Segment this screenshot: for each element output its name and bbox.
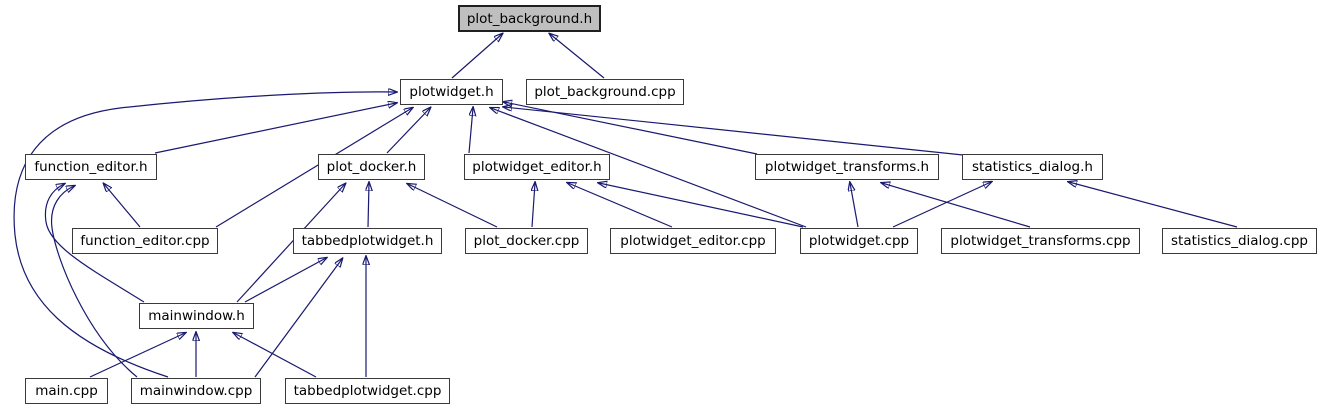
node-plot-background-h: plot_background.h <box>458 5 601 32</box>
edge-plotwidget-editor-h-to-plotwidget-h <box>468 108 473 154</box>
edge-mainwindow-cpp-to-tabbedplotwidget-h <box>254 259 342 378</box>
edge-mainwindow-cpp-to-function-editor-h <box>50 186 138 378</box>
edge-mainwindow-cpp-to-plotwidget-h <box>13 92 396 378</box>
edge-plotwidget-transforms-h-to-plotwidget-h <box>504 102 758 155</box>
edge-plotwidget-h-to-plot-background-h <box>451 34 502 79</box>
edge-plotwidget-cpp-to-plotwidget-h <box>491 108 807 228</box>
node-plotwidget-transforms-cpp[interactable]: plotwidget_transforms.cpp <box>941 228 1140 254</box>
node-tabbedplotwidget-cpp[interactable]: tabbedplotwidget.cpp <box>285 378 450 404</box>
node-plotwidget-h[interactable]: plotwidget.h <box>400 79 503 105</box>
edge-plot-docker-cpp-to-plotwidget-editor-h <box>532 183 535 228</box>
node-statistics-dialog-cpp[interactable]: statistics_dialog.cpp <box>1162 228 1317 254</box>
node-plot-background-cpp[interactable]: plot_background.cpp <box>526 79 684 105</box>
edge-plot-docker-cpp-to-plot-docker-h <box>408 184 498 228</box>
edge-plotwidget-cpp-to-plotwidget-transforms-h <box>850 183 859 228</box>
edge-plotwidget-transforms-cpp-to-plotwidget-transforms-h <box>882 183 1031 228</box>
edge-function-editor-h-to-plotwidget-h <box>154 103 396 154</box>
edge-plot-background-cpp-to-plot-background-h <box>550 34 605 79</box>
edge-function-editor-cpp-to-function-editor-h <box>104 184 141 228</box>
edge-plotwidget-cpp-to-plotwidget-editor-h <box>599 183 804 228</box>
edge-main-cpp-to-mainwindow-h <box>89 333 185 378</box>
node-plotwidget-editor-h[interactable]: plotwidget_editor.h <box>464 154 610 180</box>
node-mainwindow-cpp[interactable]: mainwindow.cpp <box>131 378 261 404</box>
edge-tabbedplotwidget-h-to-plot-docker-h <box>368 183 369 228</box>
node-plotwidget-transforms-h[interactable]: plotwidget_transforms.h <box>755 154 939 180</box>
node-plot-docker-cpp[interactable]: plot_docker.cpp <box>465 228 588 254</box>
node-plot-docker-h[interactable]: plot_docker.h <box>318 154 425 180</box>
edge-function-editor-cpp-to-plotwidget-h <box>215 108 412 228</box>
node-statistics-dialog-h[interactable]: statistics_dialog.h <box>962 154 1103 180</box>
edge-statistics-dialog-h-to-plotwidget-h <box>504 107 964 156</box>
edge-mainwindow-h-to-plot-docker-h <box>236 184 345 303</box>
node-tabbedplotwidget-h[interactable]: tabbedplotwidget.h <box>293 228 442 254</box>
node-function-editor-cpp[interactable]: function_editor.cpp <box>72 228 218 254</box>
edge-plot-docker-h-to-plotwidget-h <box>386 108 430 154</box>
edge-mainwindow-h-to-function-editor-h <box>44 184 145 303</box>
node-mainwindow-h[interactable]: mainwindow.h <box>139 303 254 329</box>
edge-mainwindow-h-to-tabbedplotwidget-h <box>244 258 326 303</box>
edge-plotwidget-cpp-to-statistics-dialog-h <box>892 182 991 228</box>
node-main-cpp[interactable]: main.cpp <box>25 378 108 404</box>
node-plotwidget-cpp[interactable]: plotwidget.cpp <box>800 228 918 254</box>
edge-tabbedplotwidget-cpp-to-mainwindow-h <box>234 333 317 378</box>
node-function-editor-h[interactable]: function_editor.h <box>25 154 157 180</box>
node-plotwidget-editor-cpp[interactable]: plotwidget_editor.cpp <box>610 228 776 254</box>
edge-statistics-dialog-cpp-to-statistics-dialog-h <box>1069 182 1238 228</box>
edge-plotwidget-editor-cpp-to-plotwidget-editor-h <box>568 183 673 228</box>
